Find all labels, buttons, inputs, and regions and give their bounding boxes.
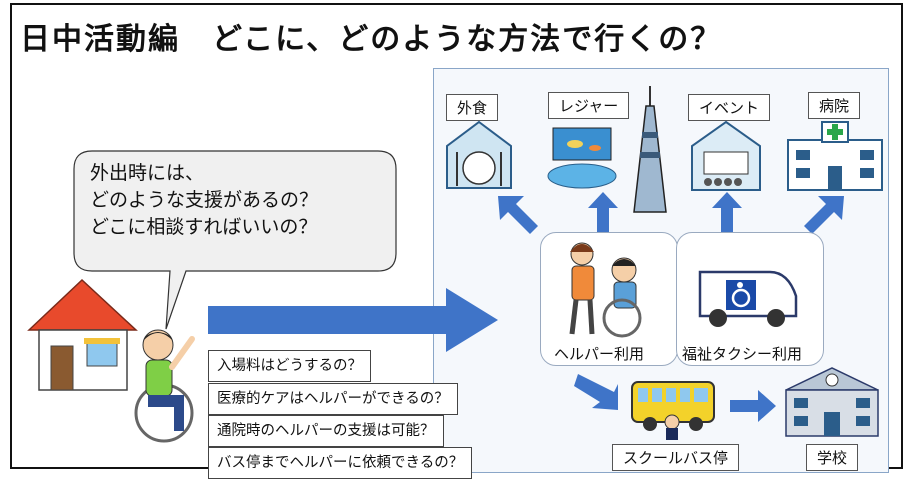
aquarium-icon bbox=[547, 127, 617, 189]
house-icon bbox=[27, 278, 138, 391]
question-hospital-visit: 通院時のヘルパーの支援は可能？ bbox=[208, 415, 444, 447]
bubble-line: 外出時には、 bbox=[90, 162, 205, 184]
arrow-to-leisure bbox=[588, 192, 618, 232]
arrow-to-bus bbox=[574, 374, 618, 410]
speech-bubble bbox=[73, 150, 397, 330]
helper-method-label: ヘルパー利用 bbox=[554, 345, 645, 363]
school-bus-stop-label: スクールバス停 bbox=[612, 444, 740, 471]
food-icon bbox=[446, 120, 512, 189]
question-bus-stop: バス停までヘルパーに依頼できるの？ bbox=[208, 447, 473, 479]
destination-eating-out: 外食 bbox=[446, 94, 499, 121]
tower-icon bbox=[633, 86, 667, 213]
arrow-to-hospital bbox=[804, 196, 844, 234]
main-arrow bbox=[208, 288, 498, 352]
page-title: 日中活動編 どこに、どのような方法で行くの？ bbox=[20, 22, 723, 57]
cinema-icon bbox=[691, 120, 761, 191]
taxi-method-label: 福祉タクシー利用 bbox=[682, 345, 803, 363]
school-icon bbox=[785, 367, 879, 437]
wheelchair-user-icon bbox=[134, 329, 195, 443]
destination-leisure: レジャー bbox=[548, 92, 630, 119]
welfare-van-icon bbox=[698, 270, 798, 327]
hospital-icon bbox=[787, 121, 883, 191]
question-medical-care: 医療的ケアはヘルパーができるの？ bbox=[208, 383, 458, 415]
destination-event: イベント bbox=[688, 94, 771, 121]
arrow-to-food bbox=[498, 196, 538, 234]
helper-method-box bbox=[540, 232, 678, 366]
helper-wheelchair-icon bbox=[569, 242, 642, 338]
bubble-line: どのような支援があるの？ bbox=[90, 189, 319, 211]
bubble-line: どこに相談すればいいの？ bbox=[90, 216, 318, 238]
arrow-to-event bbox=[712, 192, 742, 232]
arrow-to-school bbox=[730, 390, 776, 422]
school-bus-icon bbox=[631, 381, 715, 440]
destination-hospital: 病院 bbox=[808, 92, 861, 119]
question-entrance-fee: 入場料はどうするの？ bbox=[208, 350, 371, 382]
bubble-text: 外出時には、 どのような支援があるの？ どこに相談すればいいの？ bbox=[90, 160, 318, 241]
school-label: 学校 bbox=[806, 444, 859, 471]
